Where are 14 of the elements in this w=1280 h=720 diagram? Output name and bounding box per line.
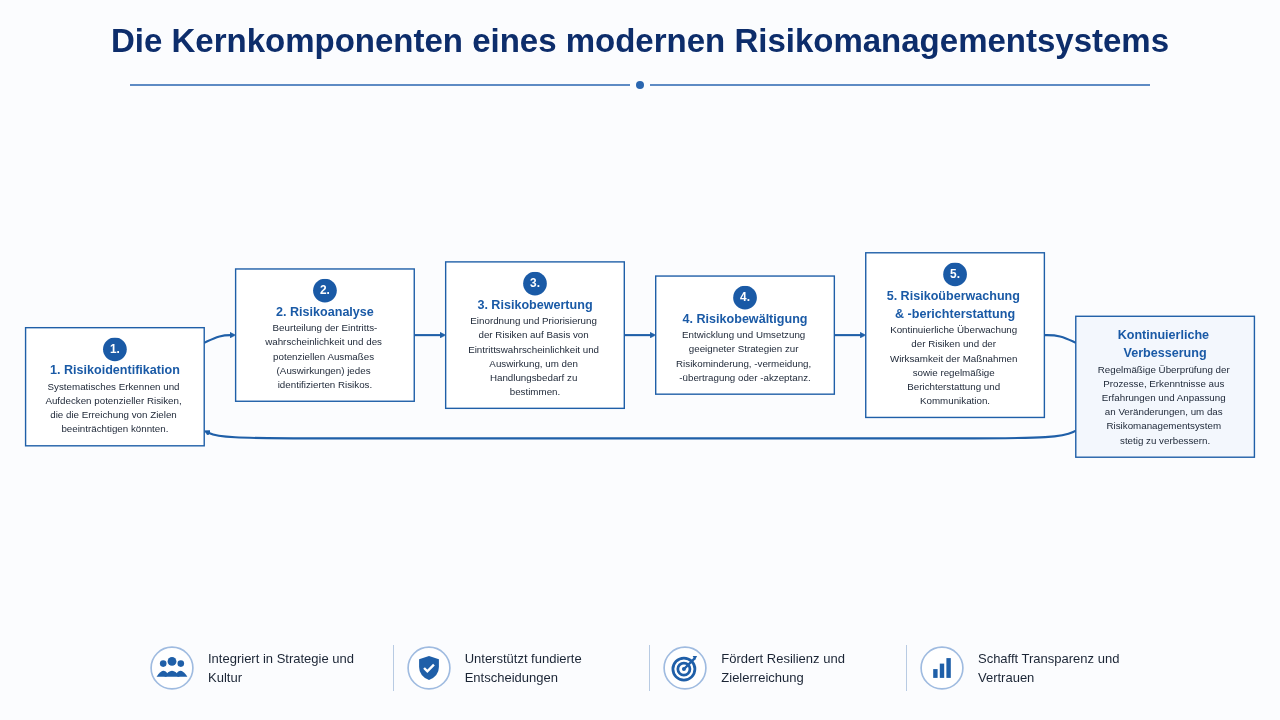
title: Die Kernkomponenten eines modernen Risikomanagementsystems: [109, 22, 1171, 60]
process-box: 1. 1. Risikoidentifikation Systematisches Erkennen und Aufdecken potenzieller Risiken, die die Erreichung von Zielen beeinträchtigen könnten.: [24, 327, 205, 447]
arrow: [834, 332, 866, 339]
process-box: 2. 2. Risikoanalyse Beurteilung der Eintritts-wahrscheinlichkeit und des potenziellen Ausmaßes (Auswirkungen) jedes identifizierten Risikos.: [234, 268, 415, 402]
arrow: [414, 332, 446, 339]
arrow: [624, 332, 656, 339]
process-box: 5. 5. Risikoüberwachung & -berichterstattung Kontinuierliche Überwachung der Risiken und der Wirksamkeit der Maßnahmen sowie regelmäßige Berichterstattung und Kommunikation.: [865, 252, 1046, 419]
benefit-text: Unterstützt fundierte Entscheidungen: [464, 649, 583, 687]
process-box: 3. 3. Risikobewertung Einordnung und Priorisierung der Risiken auf Basis von Eintrittswahrscheinlichkeit und Auswirkung, um den Handlungsbedarf zu bestimmen.: [444, 261, 625, 410]
benefit-text: Schafft Transparenz und Vertrauen: [977, 649, 1121, 687]
process-box: Kontinuierliche Verbesserung Regelmäßige Überprüfung der Prozesse, Erkenntnisse aus Erfahrungen und Anpassung an Veränderungen, um das Risikomanagementsystem stetig zu verbessern.: [1075, 315, 1256, 458]
benefit-text: Fördert Resilienz und Zielerreichung: [721, 649, 846, 687]
benefit-text: Integriert in Strategie und Kultur: [208, 649, 355, 687]
process-box: 4. 4. Risikobewältigung Entwicklung und Umsetzung geeigneter Strategien zur Risikominderung, -vermeidung, -übertragung oder -akzeptanz.: [655, 275, 836, 395]
